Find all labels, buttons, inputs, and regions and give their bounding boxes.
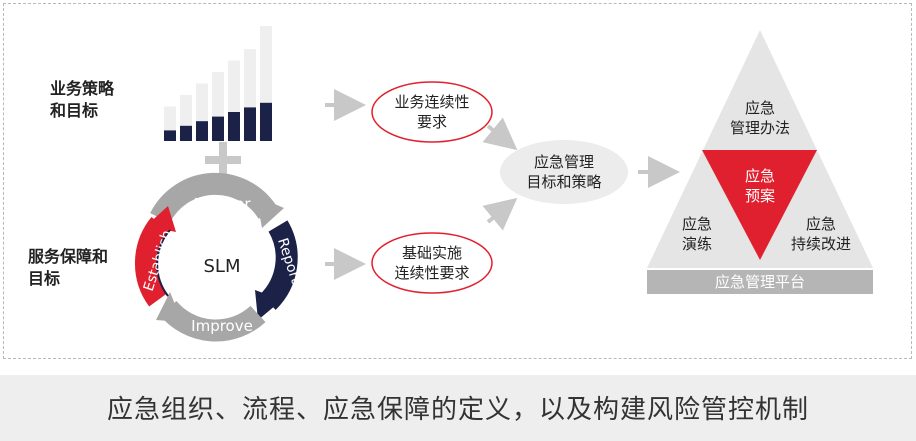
bar-dark [244, 107, 256, 141]
pyramid-top-text: 应急 管理办法 [710, 98, 810, 138]
bar-dark [260, 102, 272, 141]
improve-arrowhead [156, 292, 182, 322]
pyramid-top-line1: 应急 [744, 99, 775, 117]
service-assurance-label: 服务保障和 目标 [28, 246, 108, 290]
pyramid-left-line1: 应急 [681, 215, 712, 233]
monitor-label: Monitor [193, 195, 251, 213]
plus-icon [205, 142, 241, 178]
establish-arrowhead [146, 206, 176, 232]
infrastructure-continuity-oval [371, 232, 493, 294]
pyramid-center-line2: 预案 [744, 187, 775, 205]
emergency-goals-line2: 目标和策略 [526, 173, 602, 191]
monitor-arc [150, 172, 278, 224]
infrastructure-continuity-text: 基础实施 连续性要求 [372, 243, 492, 283]
business-strategy-label: 业务策略 和目标 [50, 78, 114, 122]
slm-cycle-icon: Monitor Report Improve Establish SLM [134, 172, 304, 342]
pyramid-right-line2: 持续改进 [790, 235, 851, 253]
business-continuity-line2: 要求 [416, 113, 447, 131]
infrastructure-line1: 基础实施 [401, 244, 462, 262]
business-label-line1: 业务策略 [50, 79, 115, 98]
arrow-down-to-goals [482, 117, 518, 151]
platform-bar [647, 270, 873, 294]
footer-banner: 应急组织、流程、应急保障的定义，以及构建风险管控机制 [0, 375, 916, 441]
infrastructure-line2: 连续性要求 [394, 264, 470, 282]
emergency-goals-oval [500, 140, 628, 204]
monitor-arrowhead [256, 196, 284, 228]
diagram-canvas: Monitor Report Improve Establish SLM [134, 26, 873, 342]
bar-dark [180, 125, 192, 141]
pyramid-left-line2: 演练 [681, 235, 712, 253]
slm-label: SLM [204, 256, 241, 277]
establish-arc [134, 217, 169, 307]
emergency-goals-line1: 应急管理 [533, 153, 594, 171]
emergency-pyramid [647, 30, 873, 294]
bar-dark [196, 121, 208, 141]
pyramid-right-line1: 应急 [805, 215, 836, 233]
service-label-line1: 服务保障和 [28, 247, 109, 266]
service-label-line2: 目标 [28, 269, 61, 288]
bar-dark [212, 116, 224, 141]
business-continuity-oval [371, 81, 493, 143]
pyramid-background [647, 30, 873, 268]
arrow-up-to-goals [482, 197, 518, 231]
pyramid-center-line1: 应急 [744, 167, 775, 185]
business-continuity-text: 业务连续性 要求 [372, 92, 492, 132]
footer-text: 应急组织、流程、应急保障的定义，以及构建风险管控机制 [106, 395, 809, 425]
business-label-line2: 和目标 [50, 101, 99, 120]
pyramid-right-text: 应急 持续改进 [776, 214, 866, 254]
platform-label: 应急管理平台 [714, 273, 805, 291]
report-arrowhead [255, 290, 282, 320]
business-continuity-line1: 业务连续性 [394, 93, 470, 111]
emergency-plan-triangle [702, 150, 817, 260]
report-arc [259, 220, 298, 310]
diagram-frame [3, 3, 912, 359]
growth-bar-icon [164, 26, 272, 141]
bar-dark [164, 130, 176, 141]
pyramid-left-text: 应急 演练 [662, 214, 732, 254]
pyramid-center-text: 应急 预案 [720, 166, 800, 206]
emergency-goals-text: 应急管理 目标和策略 [500, 152, 628, 192]
bar-dark [228, 112, 240, 141]
improve-label: Improve [191, 317, 253, 335]
pyramid-top-line2: 管理办法 [729, 119, 790, 137]
